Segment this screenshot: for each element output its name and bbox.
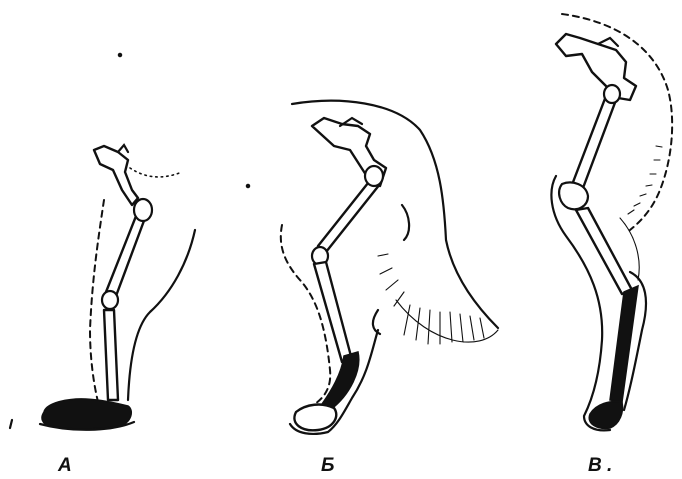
label-c: В . — [588, 455, 612, 477]
limb-a-knee-joint — [102, 291, 118, 309]
limb-c-femur — [570, 96, 616, 196]
limb-c-knee-joint — [559, 183, 588, 210]
limb-a-pelvis — [94, 146, 138, 205]
label-a: А — [58, 455, 72, 477]
limb-c-metatarsal — [610, 286, 638, 402]
limb-c-hip-joint — [604, 85, 620, 103]
limb-a-foot — [42, 399, 131, 429]
limb-a-spine-tail — [130, 168, 182, 177]
limb-a-tibia — [104, 310, 118, 400]
limb-b-tail-fur — [378, 254, 498, 344]
speck-mark — [10, 420, 12, 428]
speck-mark — [247, 185, 250, 188]
limb-a-pelvis-ridge — [118, 145, 128, 152]
limb-c-hoof — [589, 402, 622, 429]
speck-mark — [119, 54, 122, 57]
limb-c — [551, 14, 672, 430]
limb-a-body-outline-front — [128, 230, 195, 400]
limb-b-femur — [318, 178, 380, 252]
limb-b-belly-outline — [373, 205, 409, 334]
limb-c-body-fur — [620, 146, 662, 280]
limb-a-hip-joint — [134, 199, 152, 221]
limb-c-pelvis — [556, 34, 636, 100]
limb-b — [281, 101, 498, 434]
limb-b-hip-joint — [365, 166, 383, 186]
label-b: Б — [321, 455, 334, 477]
limb-b-tibia — [314, 262, 352, 362]
limb-c-tibia — [576, 208, 632, 294]
limb-a — [40, 145, 195, 430]
limb-b-toes — [294, 405, 336, 431]
